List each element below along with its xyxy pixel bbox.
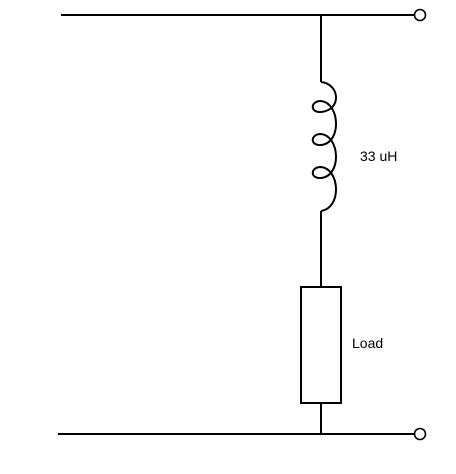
- bottom-right-terminal: [413, 427, 427, 441]
- top-right-terminal: [413, 8, 427, 22]
- inductor-value-label: 33 uH: [360, 148, 397, 164]
- load-label: Load: [352, 335, 383, 351]
- inductor-coil: [311, 81, 337, 212]
- load-box: [300, 286, 342, 404]
